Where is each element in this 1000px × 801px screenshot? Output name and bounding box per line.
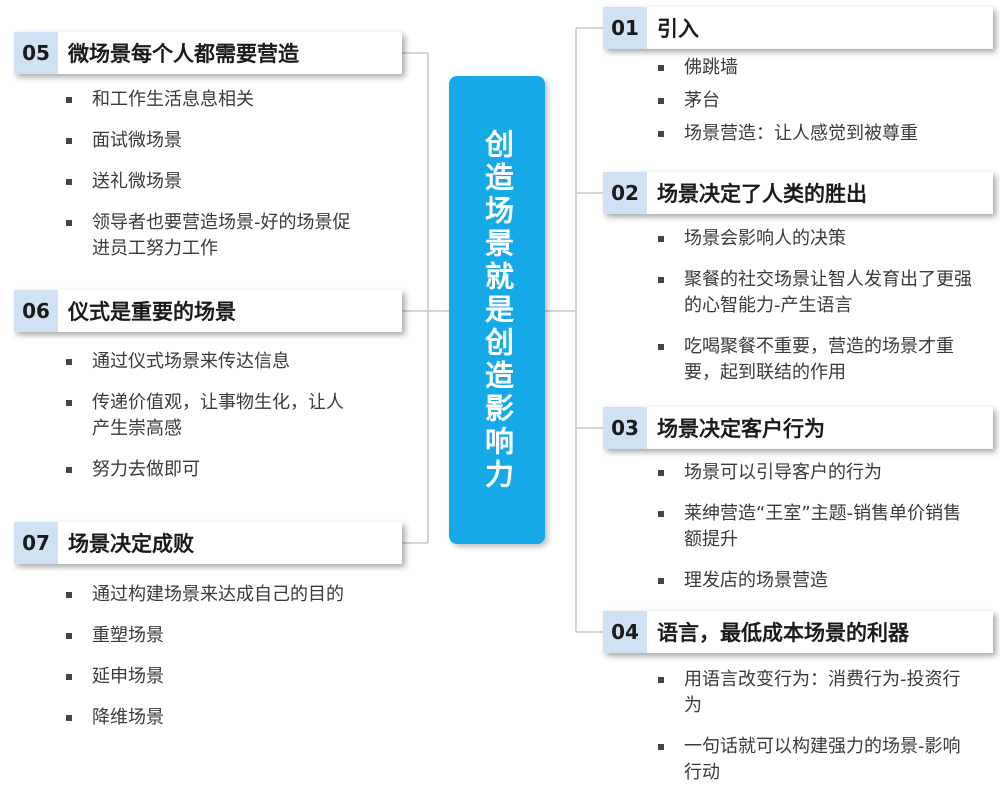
central-topic: 创造场景就是创造影响力 [449, 76, 545, 544]
branch-number: 01 [603, 7, 647, 49]
branch-title: 语言，最低成本场景的利器 [657, 621, 909, 645]
branch-number: 07 [14, 522, 58, 564]
list-item: 通过仪式场景来传达信息 [66, 349, 356, 375]
branch-04-items: 用语言改变行为：消费行为-投资行为 一句话就可以构建强力的场景-影响行动 [658, 667, 978, 801]
list-item: 和工作生活息息相关 [66, 87, 356, 113]
list-item: 莱绅营造“王室”主题-销售单价销售额提升 [658, 501, 978, 553]
branch-title: 仪式是重要的场景 [68, 300, 236, 324]
list-item: 延申场景 [66, 664, 356, 690]
list-item: 传递价值观，让事物生化，让人产生崇高感 [66, 390, 356, 442]
list-item: 用语言改变行为：消费行为-投资行为 [658, 667, 978, 719]
list-item: 努力去做即可 [66, 457, 356, 483]
branch-title: 引入 [657, 17, 699, 41]
branch-06-header: 06 仪式是重要的场景 [14, 290, 402, 332]
list-item: 场景可以引导客户的行为 [658, 460, 978, 486]
branch-number: 04 [603, 611, 647, 653]
branch-title: 场景决定了人类的胜出 [657, 182, 867, 206]
list-item: 面试微场景 [66, 128, 356, 154]
branch-04-header: 04 语言，最低成本场景的利器 [603, 611, 993, 653]
list-item: 聚餐的社交场景让智人发育出了更强的心智能力-产生语言 [658, 267, 978, 319]
branch-05-items: 和工作生活息息相关 面试微场景 送礼微场景 领导者也要营造场景-好的场景促进员工… [66, 87, 356, 277]
branch-01-items: 佛跳墙 茅台 场景营造：让人感觉到被尊重 [658, 55, 978, 154]
list-item: 降维场景 [66, 705, 356, 731]
branch-03-items: 场景可以引导客户的行为 莱绅营造“王室”主题-销售单价销售额提升 理发店的场景营… [658, 460, 978, 609]
branch-05-header: 05 微场景每个人都需要营造 [14, 32, 402, 74]
list-item: 场景营造：让人感觉到被尊重 [658, 121, 978, 147]
branch-01-header: 01 引入 [603, 7, 993, 49]
branch-number: 03 [603, 407, 647, 449]
central-topic-text: 创造场景就是创造影响力 [480, 128, 515, 492]
branch-07-items: 通过构建场景来达成自己的目的 重塑场景 延申场景 降维场景 [66, 582, 356, 746]
branch-number: 02 [603, 172, 647, 214]
branch-03-header: 03 场景决定客户行为 [603, 407, 993, 449]
branch-title: 微场景每个人都需要营造 [68, 42, 299, 66]
list-item: 场景会影响人的决策 [658, 226, 978, 252]
branch-title: 场景决定成败 [68, 532, 194, 556]
list-item: 送礼微场景 [66, 169, 356, 195]
list-item: 茅台 [658, 88, 978, 114]
list-item: 领导者也要营造场景-好的场景促进员工努力工作 [66, 210, 356, 262]
branch-title: 场景决定客户行为 [657, 417, 825, 441]
branch-02-items: 场景会影响人的决策 聚餐的社交场景让智人发育出了更强的心智能力-产生语言 吃喝聚… [658, 226, 978, 401]
list-item: 重塑场景 [66, 623, 356, 649]
list-item: 佛跳墙 [658, 55, 978, 81]
branch-02-header: 02 场景决定了人类的胜出 [603, 172, 993, 214]
list-item: 通过构建场景来达成自己的目的 [66, 582, 356, 608]
branch-number: 05 [14, 32, 58, 74]
list-item: 一句话就可以构建强力的场景-影响行动 [658, 734, 978, 786]
list-item: 吃喝聚餐不重要，营造的场景才重要，起到联结的作用 [658, 334, 978, 386]
list-item: 理发店的场景营造 [658, 568, 978, 594]
branch-07-header: 07 场景决定成败 [14, 522, 402, 564]
branch-06-items: 通过仪式场景来传达信息 传递价值观，让事物生化，让人产生崇高感 努力去做即可 [66, 349, 356, 498]
branch-number: 06 [14, 290, 58, 332]
